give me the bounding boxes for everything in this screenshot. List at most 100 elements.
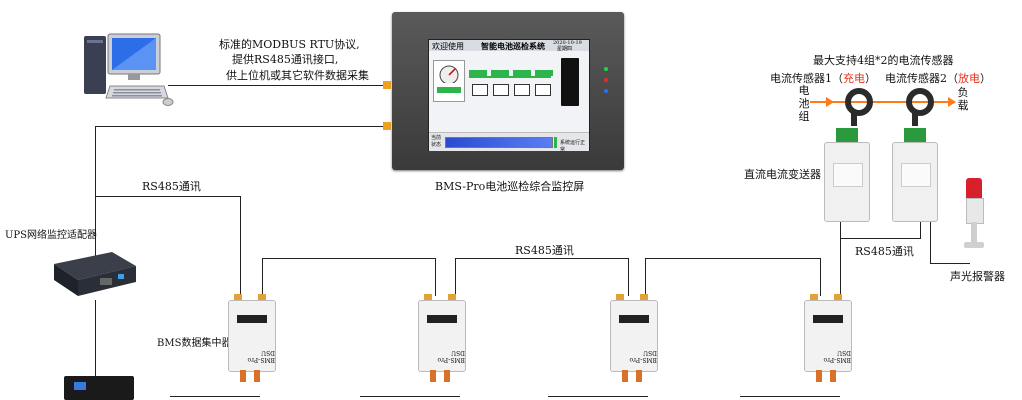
wire-c3-up2 [645, 258, 646, 296]
current-sensor-2-icon [906, 88, 934, 116]
wire-alarm [930, 222, 931, 264]
battery-green-block [535, 70, 553, 76]
hmi-main-title: 智能电池巡检系统 [481, 41, 545, 51]
sensor1-suffix: ） [865, 72, 876, 85]
max-support-label: 最大支持4组*2的电流传感器 [813, 54, 954, 67]
sensor2-suffix: ） [980, 72, 991, 85]
connector-dot [383, 122, 391, 130]
wire-bottom [740, 396, 840, 397]
wire-c2-c3 [455, 258, 628, 259]
wire-c1-up [262, 258, 263, 296]
led-blue-icon [604, 89, 608, 93]
battery-icon [535, 84, 551, 96]
hmi-panel: 欢迎使用 智能电池巡检系统 2020-10-19 星期四 当前 状态 [392, 12, 624, 170]
battery-group-char: 电 [798, 84, 810, 97]
battery-green-block [513, 70, 531, 76]
hmi-day: 星期四 [557, 46, 573, 52]
wire-pc-hmi [168, 85, 390, 86]
wire-c4-up [820, 258, 821, 296]
hmi-screen: 欢迎使用 智能电池巡检系统 2020-10-19 星期四 当前 状态 [428, 39, 590, 153]
wire-c3-up [628, 258, 629, 296]
sensor-1-base [851, 110, 857, 126]
wire-c2-up [435, 258, 436, 296]
load-label: 负 载 [957, 86, 969, 112]
bms-collector-label: BMS数据集中器 [157, 338, 232, 349]
bms-collector-2: BMS-Pro DSU [418, 294, 466, 386]
battery-bus-green [469, 76, 551, 78]
battery-green-block [491, 70, 509, 76]
sensor2-prefix: 电流传感器2（ [885, 72, 958, 85]
computer-desc-2: 提供RS485通讯接口, [232, 53, 339, 66]
sensor1-mode: 充电 [843, 72, 865, 85]
wire-main-vertical [95, 126, 96, 256]
hmi-bottom-right: 系统运行正常 [560, 140, 586, 153]
battery-icon [514, 84, 530, 96]
sensor1-label: 电流传感器1（充电） [770, 70, 876, 86]
ups-cabinet-icon [561, 58, 579, 106]
led-green-icon [604, 67, 608, 71]
collector-model: BMS-Pro DSU [247, 349, 275, 363]
hmi-bottom-left-2: 状态 [431, 142, 442, 148]
ups-adapter-label: UPS网络监控适配器 [5, 230, 98, 241]
current-flow-line [810, 101, 950, 103]
wire-collector1-down [240, 196, 241, 296]
dc-transducer-1 [824, 128, 870, 222]
wire-bottom [548, 396, 648, 397]
hmi-progress-marker [554, 137, 557, 148]
alarm-label: 声光报警器 [950, 270, 1005, 283]
dc-transducer-label: 直流电流变送器 [744, 168, 821, 181]
wire-bottom [170, 396, 260, 397]
battery-icon [472, 84, 488, 96]
wire-c4-transducer [840, 222, 841, 296]
rs485-label-top: RS485通讯 [142, 180, 201, 193]
bms-collector-4: BMS-Pro DSU [804, 294, 852, 386]
led-red-icon [604, 78, 608, 82]
battery-green-block [469, 70, 487, 76]
ups-bottom-icon [64, 376, 134, 400]
hmi-bottom-bar: 当前 状态 系统运行正常 [429, 132, 589, 153]
hmi-bottom-left-1: 当前 [431, 135, 442, 141]
wire-ups-down [95, 300, 96, 380]
computer-icon [80, 30, 175, 108]
wire-c2-up2 [455, 258, 456, 296]
hmi-date: 2020-10-19 [553, 40, 582, 46]
hmi-title-bar: 欢迎使用 智能电池巡检系统 2020-10-19 星期四 [429, 40, 589, 52]
hmi-progress-bar [445, 137, 553, 148]
hmi-caption: BMS-Pro电池巡检综合监控屏 [435, 180, 585, 193]
wire-c3-c4 [645, 258, 820, 259]
battery-group-char: 池 [798, 97, 810, 110]
computer-desc-1: 标准的MODBUS RTU协议, [219, 38, 360, 51]
current-flow-arrow-icon [826, 97, 834, 107]
alarm-light-icon [962, 178, 986, 258]
connector-dot [383, 81, 391, 89]
bms-collector-1: BMS-Pro DSU [228, 294, 276, 386]
hmi-left-title: 欢迎使用 [432, 42, 464, 51]
sensor2-label: 电流传感器2（放电） [885, 70, 991, 86]
collector-model: BMS-Pro DSU [823, 349, 851, 363]
sensor1-prefix: 电流传感器1（ [770, 72, 843, 85]
wire-t2-down [920, 222, 921, 239]
wire-hmi-bus [95, 126, 389, 127]
battery-group-char: 组 [798, 110, 810, 123]
ups-adapter-icon [50, 248, 140, 302]
wire-alarm-h [930, 263, 970, 264]
current-flow-arrow-icon [948, 97, 956, 107]
computer-desc-3: 供上位机或其它软件数据采集 [226, 69, 369, 82]
collector-model: BMS-Pro DSU [437, 349, 465, 363]
wire-c1-c2 [262, 258, 436, 259]
wire-bottom [360, 396, 460, 397]
dc-transducer-2 [892, 128, 938, 222]
rs485-label-right: RS485通讯 [855, 245, 914, 258]
sensor2-mode: 放电 [958, 72, 980, 85]
battery-icon [493, 84, 509, 96]
wire-bus-collector1 [95, 196, 241, 197]
rs485-label-mid: RS485通讯 [515, 244, 574, 257]
load-char: 负 [957, 86, 969, 99]
sensor-2-base [912, 110, 918, 126]
current-sensor-1-icon [845, 88, 873, 116]
gauge-icon [433, 60, 465, 102]
bms-collector-3: BMS-Pro DSU [610, 294, 658, 386]
load-char: 载 [957, 99, 969, 112]
wire-transducers [840, 238, 920, 239]
battery-group-label: 电 池 组 [798, 84, 810, 123]
